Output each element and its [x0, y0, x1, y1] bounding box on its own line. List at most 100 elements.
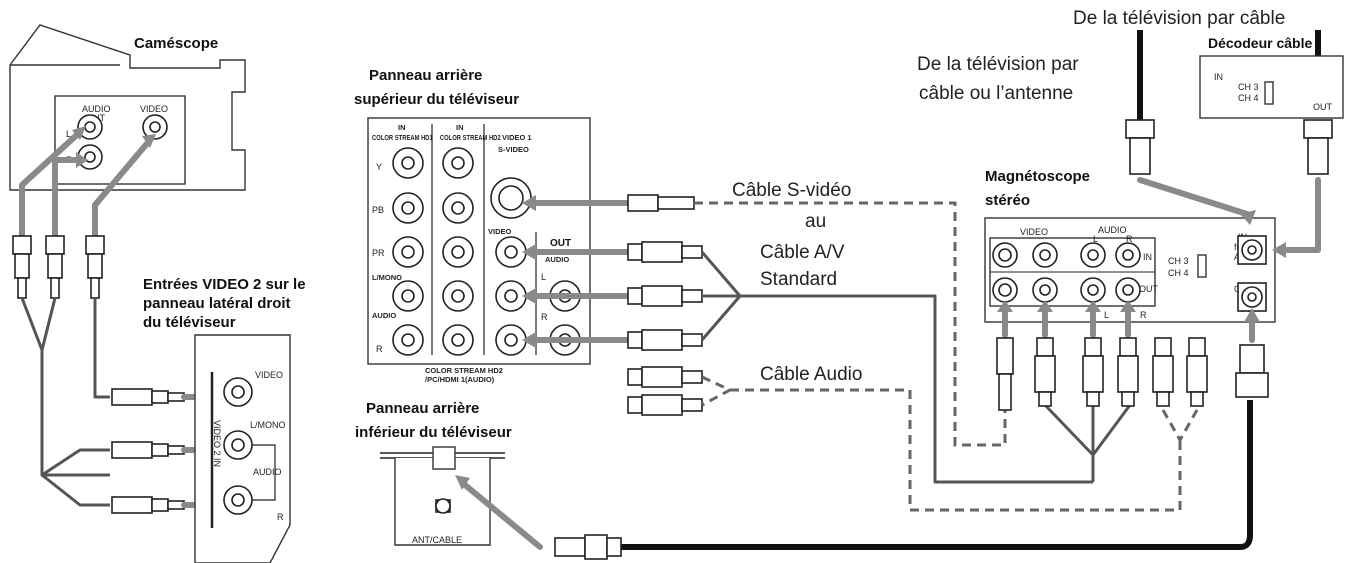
rca-plug-1 — [12, 235, 32, 299]
from-cable-or-ant-line1: De la télévision par — [917, 54, 1079, 75]
vcr-plugs — [996, 337, 1269, 411]
tv-out-l-label: L — [541, 272, 546, 282]
vcr-plug-l — [1082, 337, 1104, 407]
tv-video1-l-jack — [495, 280, 527, 312]
side-l-jack — [223, 430, 253, 460]
tv-colorstream-hd1: COLOR STREAM HD1 — [372, 134, 433, 142]
camcorder-to-tv-cables — [20, 297, 110, 507]
side-vertical-label: VIDEO 2 IN — [212, 420, 222, 467]
av-cable-label-1: Câble A/V — [760, 242, 845, 263]
tv-hd2-l-jack — [442, 280, 474, 312]
vcr-ch-switch[interactable] — [1197, 254, 1207, 278]
svideo-cable-label: Câble S-vidéo — [732, 180, 851, 201]
video2-title-line3: du téléviseur — [143, 314, 236, 331]
middle-plugs — [627, 194, 703, 416]
cam-video-label: VIDEO — [140, 104, 168, 114]
vcr-audio-l-in-jack — [1080, 242, 1106, 268]
vcr-plug-video — [1034, 337, 1056, 407]
camcorder-cables — [19, 126, 156, 238]
tv-upper-back-panel: Panneau arrière supérieur du téléviseur … — [354, 67, 591, 384]
tv-hd2-y-jack — [442, 147, 474, 179]
tv-svideo-jack — [490, 177, 532, 219]
tv-audio-l-jack — [392, 280, 424, 312]
audio-cable — [701, 375, 1199, 512]
camcorder-label: Caméscope — [134, 35, 218, 52]
cable-box-ch3-label: CH 3 — [1238, 82, 1259, 92]
tv-in-label-2: IN — [456, 123, 464, 132]
side-plug-l — [111, 441, 185, 459]
side-video-jack — [223, 377, 253, 407]
cable-box-label: Décodeur câble — [1208, 35, 1312, 51]
cam-audio-l-jack — [77, 114, 103, 140]
vcr-audio-r-in-jack — [1115, 242, 1141, 268]
vcr-top-l: L — [1093, 234, 1098, 244]
vcr-coax-plug — [1235, 344, 1269, 398]
vcr-video-out-jack — [1032, 277, 1058, 303]
tv-y-label: Y — [376, 162, 382, 172]
vcr-video-in-jack — [1032, 242, 1058, 268]
tv-hd1-y-jack — [392, 147, 424, 179]
from-cable-or-ant-line2: câble ou l’antenne — [919, 83, 1073, 104]
cam-video-jack — [142, 114, 168, 140]
vcr-ch4-label: CH 4 — [1168, 268, 1189, 278]
camcorder-jack-panel — [54, 95, 186, 185]
av-cable-label-2: Standard — [760, 269, 837, 290]
tv-hd2-pb-jack — [442, 192, 474, 224]
tv-video1-jack — [495, 236, 527, 268]
side-plug-video — [111, 388, 185, 406]
vcr-audio-label: AUDIO — [1098, 225, 1127, 235]
side-video-label: VIDEO — [255, 370, 283, 380]
svideo-cable — [694, 201, 1007, 447]
tv-hd2-r-jack — [442, 324, 474, 356]
tv-out-audio-label: AUDIO — [545, 255, 569, 264]
tv-audio-r-jack — [392, 324, 424, 356]
vcr-svideo-out-jack — [992, 277, 1018, 303]
tv-lmono-label: L/MONO — [372, 273, 402, 282]
tv-bottom-label-1: COLOR STREAM HD2 — [425, 366, 503, 375]
cable-box-out-plug — [1303, 119, 1333, 175]
vcr-tv-out-jack — [1237, 282, 1267, 312]
vcr-out-label: OUT — [1139, 284, 1159, 294]
tv-hd1-pb-jack — [392, 192, 424, 224]
av-plug-video — [627, 241, 703, 263]
svideo-plug — [627, 194, 695, 212]
coax-to-tv — [554, 400, 1253, 560]
vcr-audio-l-out-jack — [1080, 277, 1106, 303]
tv-out-label: OUT — [550, 238, 571, 249]
audio-plug-r — [627, 394, 703, 416]
tv-video1-r-jack — [495, 324, 527, 356]
from-cable-tv-label: De la télévision par câble — [1073, 8, 1285, 29]
antenna-plug — [1125, 119, 1155, 175]
cam-audio-label: AUDIO — [82, 104, 111, 114]
upper-panel-title-line1: Panneau arrière — [369, 67, 482, 84]
vcr-bottom-l: L — [1104, 310, 1109, 320]
coax-plug-bottom — [554, 534, 622, 560]
tv-colorstream-hd2: COLOR STREAM HD2 — [440, 134, 501, 142]
cable-box-ch-switch[interactable] — [1264, 81, 1274, 105]
vcr-title-line2: stéréo — [985, 192, 1030, 209]
audio-cable-label: Câble Audio — [760, 364, 862, 385]
tv-video-label: VIDEO — [488, 227, 512, 236]
vcr-plug-svideo — [996, 337, 1014, 411]
side-r-jack — [223, 485, 253, 515]
vcr-bottom-r: R — [1140, 310, 1147, 320]
tv-svideo-label: S-VIDEO — [498, 145, 529, 154]
tv-hd2-pr-jack — [442, 236, 474, 268]
ant-cable-jack — [435, 498, 451, 514]
cam-l-label: L — [66, 129, 71, 139]
lower-panel-title-line2: inférieur du téléviseur — [355, 424, 512, 441]
vcr-ant-in-jack — [1237, 235, 1267, 265]
cable-box-ch4-label: CH 4 — [1238, 93, 1259, 103]
au-label: au — [805, 211, 826, 232]
cable-box-out-label: OUT — [1313, 102, 1333, 112]
cable-box: Décodeur câble IN CH 3 CH 4 OUT — [1199, 35, 1344, 119]
tv-out-r-label: R — [541, 312, 548, 322]
side-plug-r — [111, 496, 185, 514]
tv-upper-arrows — [522, 195, 631, 348]
tv-audio-label: AUDIO — [372, 311, 396, 320]
vcr-top-r: R — [1126, 234, 1133, 244]
video2-title-line2: panneau latéral droit — [143, 295, 291, 312]
audio-plug-l — [627, 366, 703, 388]
ant-connector-top — [432, 446, 456, 470]
